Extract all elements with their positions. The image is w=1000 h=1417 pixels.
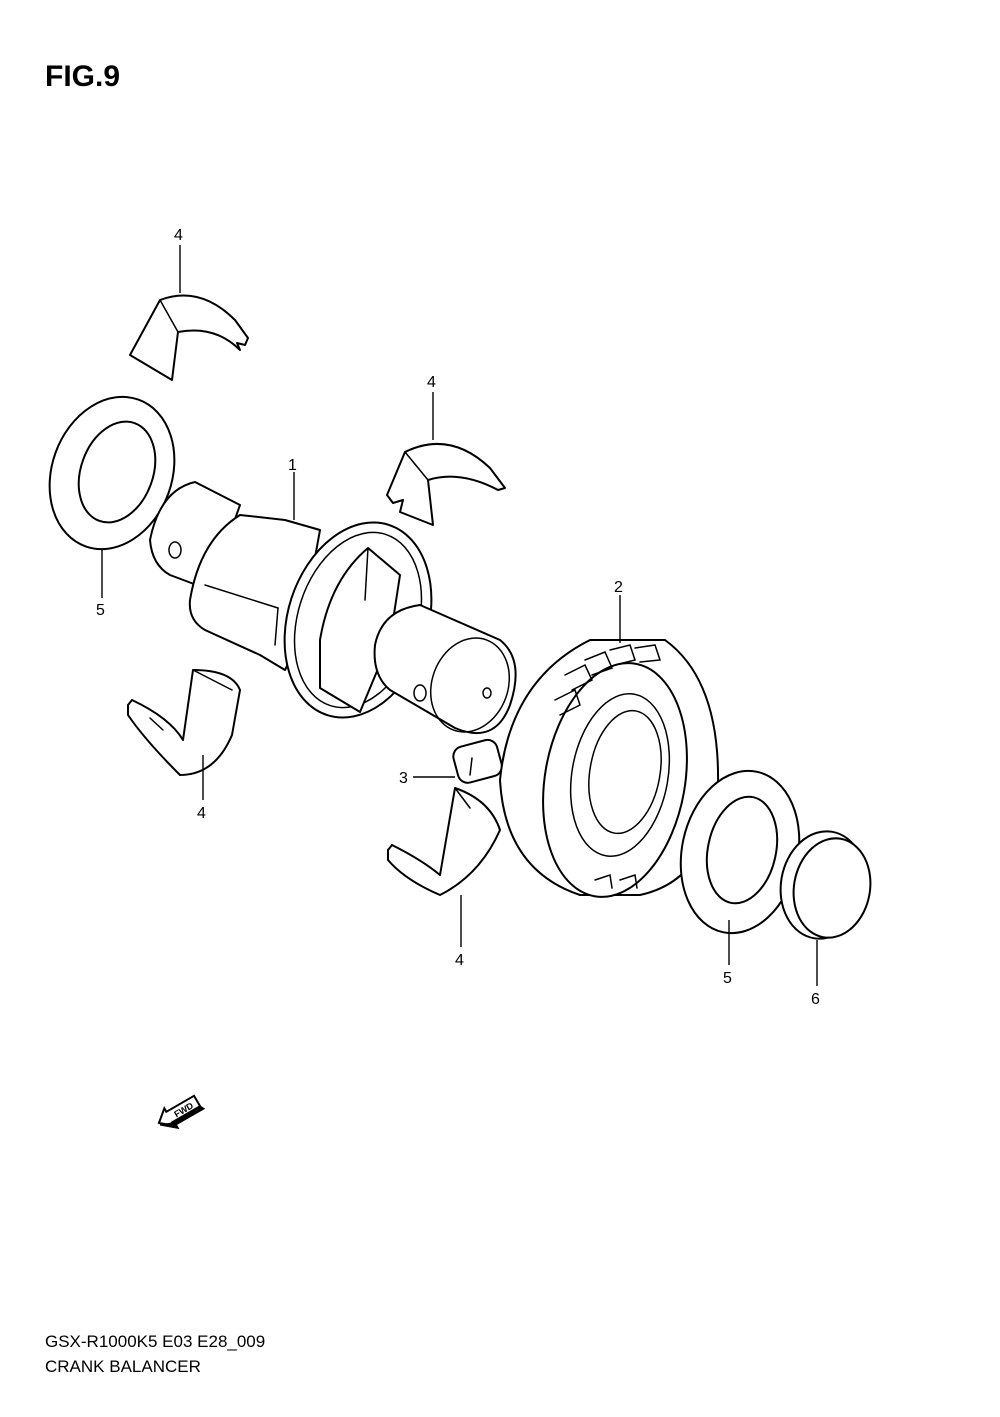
figure-title: FIG.9 [45,60,121,93]
plug-cap [779,830,872,940]
callout-woodruff-key: 3 [399,770,408,787]
woodruff-key [452,738,503,784]
callout-washer-right: 5 [723,970,732,987]
callout-bearing-top-middle: 4 [427,374,436,391]
figure-code: GSX-R1000K5 E03 E28_009 [45,1332,266,1351]
bearing-top-left [129,294,249,381]
washer-left [48,395,176,551]
callout-bearing-top-left: 4 [174,227,183,244]
figure-name: CRANK BALANCER [45,1357,201,1376]
leader-lines [101,245,818,986]
balancer-gear [499,639,720,898]
callout-balancer-shaft: 1 [288,457,297,474]
bearing-lower-middle [387,787,501,896]
washer-right [679,769,801,935]
callout-bearing-lower-left: 4 [197,805,206,822]
callout-bearing-lower-middle: 4 [455,952,464,969]
bearing-lower-left [127,669,241,776]
bearing-top-middle [386,443,506,526]
balancer-shaft [149,481,517,734]
callout-labels: 4 4 1 5 2 4 3 4 5 6 [96,227,820,1008]
callout-balancer-gear: 2 [614,579,623,596]
callout-plug-cap: 6 [811,991,820,1008]
callout-washer-left: 5 [96,602,105,619]
fwd-arrow-icon: FWD [157,1094,206,1130]
